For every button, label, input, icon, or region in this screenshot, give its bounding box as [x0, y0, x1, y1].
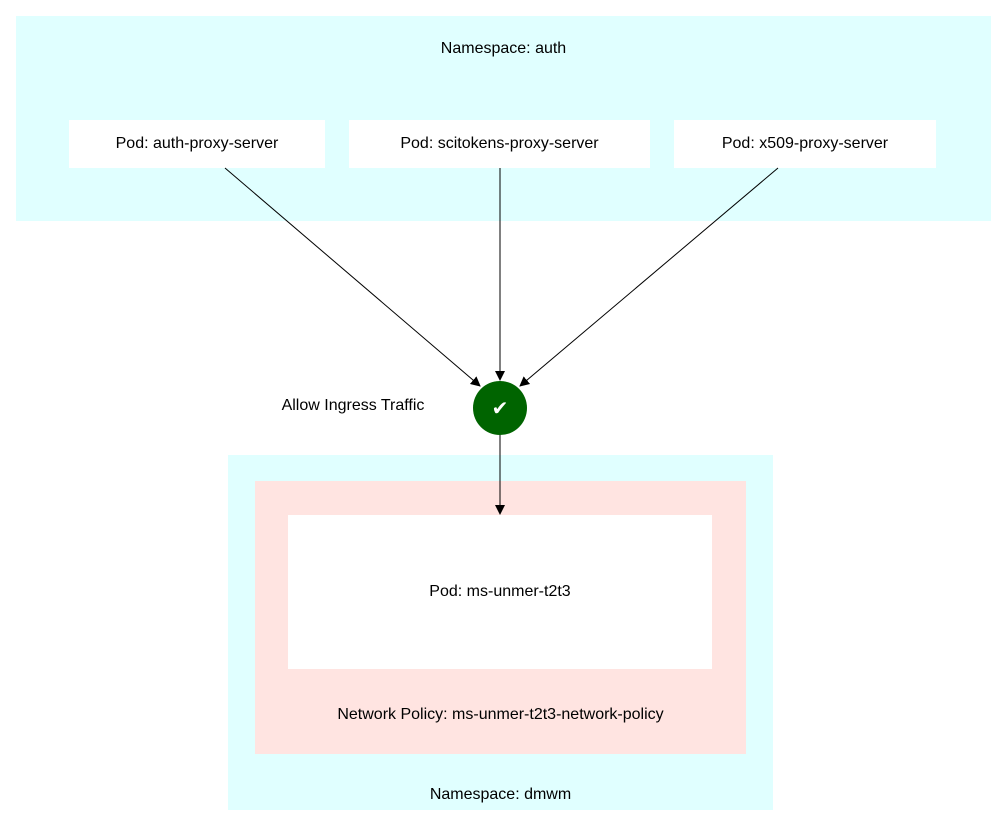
allow-ingress-node[interactable]: ✔	[473, 381, 527, 435]
namespace-auth-label: Namespace: auth	[440, 40, 567, 57]
pod-ms-unmer-t2t3-label: Pod: ms-unmer-t2t3	[429, 583, 571, 600]
pod-scitokens-proxy-server[interactable]: Pod: scitokens-proxy-server	[349, 120, 650, 168]
pod-auth-proxy-server-label: Pod: auth-proxy-server	[115, 135, 279, 152]
pod-x509-proxy-server[interactable]: Pod: x509-proxy-server	[674, 120, 936, 168]
network-policy-label: Network Policy: ms-unmer-t2t3-network-po…	[337, 706, 664, 723]
pod-ms-unmer-t2t3[interactable]: Pod: ms-unmer-t2t3	[288, 515, 712, 669]
pod-x509-proxy-server-label: Pod: x509-proxy-server	[721, 135, 889, 152]
pod-scitokens-proxy-server-label: Pod: scitokens-proxy-server	[400, 135, 599, 152]
checkmark-icon: ✔	[491, 397, 509, 420]
pod-auth-proxy-server[interactable]: Pod: auth-proxy-server	[69, 120, 325, 168]
namespace-dmwm-label: Namespace: dmwm	[429, 786, 572, 803]
allow-ingress-label: Allow Ingress Traffic	[281, 397, 425, 414]
namespace-auth-cluster	[16, 16, 991, 221]
